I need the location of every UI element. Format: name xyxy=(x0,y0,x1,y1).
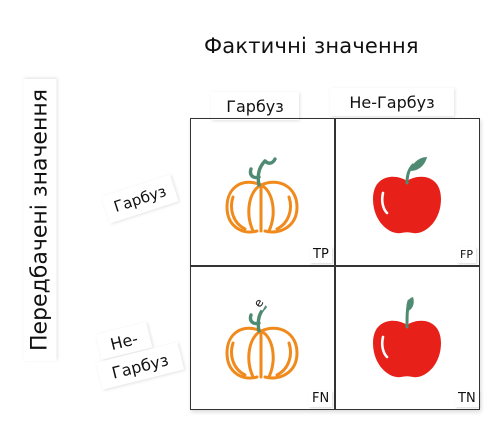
true-negative-tag: TN xyxy=(455,391,479,407)
apple-icon xyxy=(373,157,441,234)
matrix-horizontal-divider xyxy=(191,265,479,267)
apple-icon xyxy=(373,297,441,378)
row-label-pumpkin: Гарбуз xyxy=(101,174,179,224)
true-positive-tag: TP xyxy=(310,247,332,263)
actual-values-title: Фактичні значення xyxy=(204,34,419,58)
pumpkin-icon xyxy=(225,305,299,380)
confusion-matrix: TP FP FN TN xyxy=(190,118,480,410)
predicted-values-title: Передбачені значення xyxy=(23,79,57,361)
column-label-pumpkin: Гарбуз xyxy=(211,92,299,120)
column-label-not-pumpkin: Не-Гарбуз xyxy=(330,88,454,116)
false-negative-tag: FN xyxy=(309,391,333,407)
matrix-vertical-divider xyxy=(334,119,336,409)
false-positive-tag: FP xyxy=(457,247,476,263)
pumpkin-icon xyxy=(225,157,299,234)
